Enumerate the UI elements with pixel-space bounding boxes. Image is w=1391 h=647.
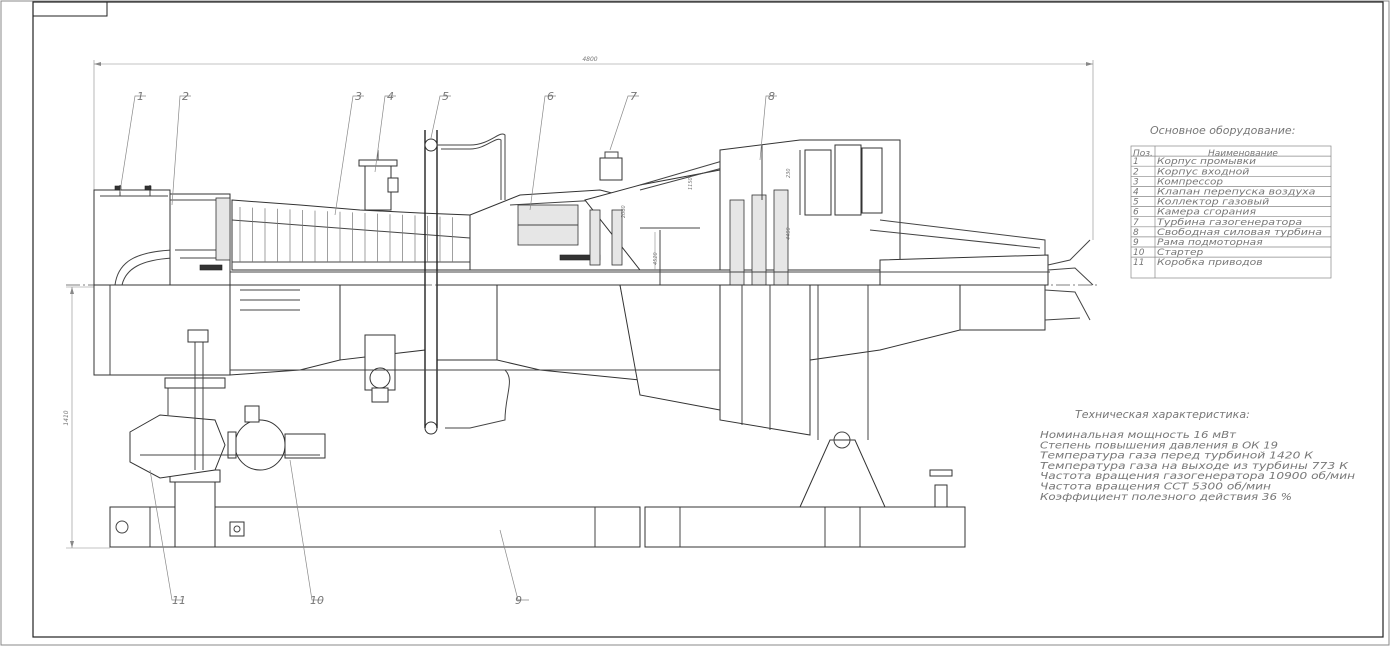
tech-spec: Техническая характеристика: Номинальная … bbox=[1040, 408, 1356, 503]
position-label-8: 8 bbox=[768, 90, 775, 103]
equipment-row-name: Стартер bbox=[1157, 248, 1204, 258]
equipment-row-pos: 11 bbox=[1133, 258, 1144, 268]
equipment-row-pos: 2 bbox=[1133, 167, 1139, 177]
engine-upper-section bbox=[93, 130, 1094, 286]
position-label-4: 4 bbox=[387, 90, 394, 103]
equipment-row-name: Коллектор газовый bbox=[1157, 198, 1269, 208]
sheet-inner-frame bbox=[32, 1, 1384, 638]
overall-dimension-label: 4800 bbox=[582, 56, 597, 63]
engine-mounting-frame bbox=[109, 285, 966, 548]
equipment-row-pos: 9 bbox=[1133, 238, 1139, 248]
inner-dimensions: 1150 4520 230 4400 2080 bbox=[621, 168, 792, 265]
equipment-row-pos: 1 bbox=[1133, 157, 1139, 167]
inner-dim-4: 4400 bbox=[786, 227, 792, 240]
position-label-9: 9 bbox=[515, 594, 522, 607]
equipment-table: Основное оборудование: Поз. Наименование… bbox=[1130, 124, 1332, 279]
equipment-row-pos: 10 bbox=[1133, 248, 1145, 258]
position-label-1: 1 bbox=[137, 90, 144, 103]
equipment-row-pos: 7 bbox=[1133, 218, 1139, 228]
overall-dimension: 4800 bbox=[93, 56, 1094, 240]
equipment-table-header-name: Наименование bbox=[1208, 149, 1278, 159]
equipment-table-title: Основное оборудование: bbox=[1150, 124, 1295, 137]
height-dimension-label: 1410 bbox=[63, 410, 70, 425]
title-stamp-box bbox=[32, 1, 108, 17]
position-label-10: 10 bbox=[310, 594, 324, 607]
height-dimension: 1410 bbox=[63, 286, 110, 549]
tech-spec-line: Температура газа на выходе из турбины 77… bbox=[1040, 460, 1349, 472]
equipment-row-pos: 4 bbox=[1133, 188, 1139, 198]
inner-dim-5: 2080 bbox=[621, 205, 627, 218]
inner-dim-3: 230 bbox=[786, 168, 792, 178]
position-leaders bbox=[119, 95, 777, 601]
inner-dim-1: 1150 bbox=[688, 177, 694, 190]
equipment-row-name: Корпус промывки bbox=[1157, 157, 1256, 167]
engine-lower-view bbox=[93, 284, 1091, 436]
equipment-row-name: Рама подмоторная bbox=[1157, 238, 1263, 248]
tech-spec-title: Техническая характеристика: bbox=[1075, 408, 1250, 421]
equipment-row-pos: 5 bbox=[1133, 198, 1139, 208]
equipment-row-name: Компрессор bbox=[1157, 177, 1223, 187]
equipment-row-name: Свободная силовая турбина bbox=[1157, 228, 1322, 238]
equipment-row-name: Клапан перепуска воздуха bbox=[1157, 188, 1315, 198]
position-label-6: 6 bbox=[547, 90, 554, 103]
position-label-2: 2 bbox=[182, 90, 189, 103]
equipment-row-name: Турбина газогенератора bbox=[1157, 218, 1302, 228]
equipment-row-pos: 6 bbox=[1133, 208, 1139, 218]
position-label-5: 5 bbox=[442, 90, 449, 103]
tech-spec-line: Номинальная мощность 16 мВт bbox=[1040, 430, 1237, 441]
position-label-3: 3 bbox=[355, 90, 362, 103]
equipment-row-pos: 8 bbox=[1133, 228, 1139, 238]
tech-spec-line: Степень повышения давления в ОК 19 bbox=[1040, 440, 1278, 451]
equipment-row-name: Камера сгорания bbox=[1157, 208, 1257, 218]
position-labels: 1 2 3 4 5 6 7 8 9 10 11 bbox=[137, 90, 775, 607]
equipment-row-name: Коробка приводов bbox=[1157, 258, 1263, 268]
equipment-table-header-pos: Поз. bbox=[1133, 149, 1153, 159]
equipment-row-pos: 3 bbox=[1133, 177, 1139, 187]
position-label-11: 11 bbox=[172, 594, 186, 607]
equipment-row-name: Корпус входной bbox=[1157, 167, 1250, 177]
tech-spec-line: Коэффициент полезного действия 36 % bbox=[1040, 492, 1292, 503]
tech-spec-line: Температура газа перед турбиной 1420 К bbox=[1040, 450, 1314, 462]
tech-spec-line: Частота вращения ССТ 5300 об/мин bbox=[1040, 481, 1272, 493]
tech-spec-line: Частота вращения газогенератора 10900 об… bbox=[1040, 470, 1356, 482]
accessory-gearbox-and-starter bbox=[129, 329, 326, 479]
inner-dim-2: 4520 bbox=[653, 252, 659, 265]
position-label-7: 7 bbox=[630, 90, 637, 103]
